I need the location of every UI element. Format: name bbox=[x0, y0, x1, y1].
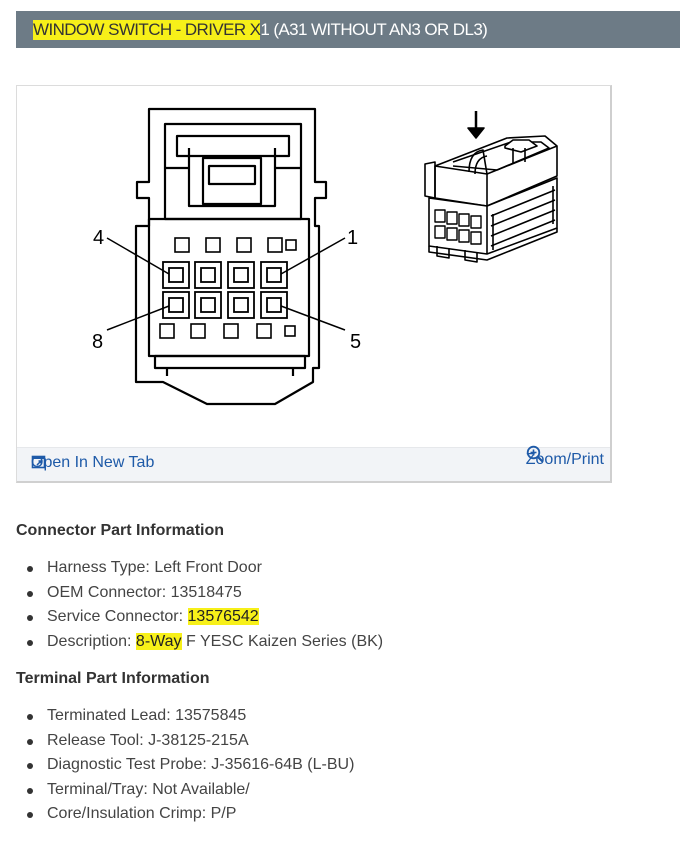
upper-lock-windows bbox=[174, 237, 297, 253]
list-item: Core/Insulation Crimp: P/P bbox=[0, 802, 354, 827]
magnifier-plus-icon bbox=[526, 445, 544, 463]
list-item: Harness Type: Left Front Door bbox=[0, 556, 383, 581]
harness-type: Harness Type: Left Front Door bbox=[47, 559, 262, 576]
header-title-highlight: WINDOW SWITCH - DRIVER X bbox=[33, 19, 261, 40]
service-connector-label: Service Connector: bbox=[47, 608, 188, 626]
list-item: Description: 8-Way F YESC Kaizen Series … bbox=[0, 630, 383, 655]
connector-info-title: Connector Part Information bbox=[16, 522, 225, 539]
connector-info-list: Harness Type: Left Front Door OEM Connec… bbox=[0, 556, 383, 654]
terminal-tray: Terminal/Tray: Not Available/ bbox=[47, 780, 250, 798]
open-new-tab-icon bbox=[31, 455, 46, 469]
lower-lock-windows bbox=[159, 323, 296, 339]
list-item: Diagnostic Test Probe: J-35616-64B (L-BU… bbox=[0, 753, 354, 778]
connector-isometric-view bbox=[424, 111, 558, 263]
zoom-print-link[interactable]: Zoom/Print bbox=[525, 445, 604, 469]
pin-label-4: 4 bbox=[93, 227, 104, 249]
zoom-print-label: Zoom/Print bbox=[525, 451, 604, 468]
connector-figure: 4 1 8 5 bbox=[16, 85, 612, 483]
list-item: OEM Connector: 13518475 bbox=[0, 581, 383, 606]
list-item: Service Connector: 13576542 bbox=[0, 605, 383, 630]
pin-label-8: 8 bbox=[92, 331, 103, 353]
pin-label-1: 1 bbox=[347, 227, 358, 249]
figure-toolbar: Open In New Tab Zoom/Print bbox=[17, 445, 610, 481]
terminal-info-title: Terminal Part Information bbox=[16, 670, 210, 687]
service-connector-value: 13576542 bbox=[187, 608, 259, 626]
release-tool: Release Tool: J-38125-215A bbox=[47, 731, 249, 749]
terminal-cavities bbox=[162, 261, 288, 319]
list-item: Release Tool: J-38125-215A bbox=[0, 729, 354, 754]
description-rest: F YESC Kaizen Series (BK) bbox=[181, 632, 384, 650]
terminal-info-list: Terminated Lead: 13575845 Release Tool: … bbox=[0, 704, 354, 827]
oem-connector: OEM Connector: 13518475 bbox=[47, 583, 242, 601]
description-highlight: 8-Way bbox=[135, 632, 182, 650]
core-insulation-crimp: Core/Insulation Crimp: P/P bbox=[47, 805, 237, 823]
header-title-rest: 1 (A31 WITHOUT AN3 OR DL3) bbox=[260, 19, 488, 39]
open-in-new-tab-label: Open In New Tab bbox=[31, 454, 155, 471]
open-in-new-tab-link[interactable]: Open In New Tab bbox=[31, 454, 154, 472]
list-item: Terminated Lead: 13575845 bbox=[0, 704, 354, 729]
pin-label-5: 5 bbox=[350, 331, 361, 353]
description-label: Description: bbox=[47, 632, 136, 650]
connector-body-outline bbox=[134, 107, 328, 406]
terminated-lead: Terminated Lead: 13575845 bbox=[47, 707, 247, 724]
list-item: Terminal/Tray: Not Available/ bbox=[0, 778, 354, 803]
diagnostic-test-probe: Diagnostic Test Probe: J-35616-64B (L-BU… bbox=[47, 756, 355, 774]
connector-face-diagram: 4 1 8 5 bbox=[92, 107, 558, 406]
pin-leader-lines bbox=[106, 237, 346, 331]
